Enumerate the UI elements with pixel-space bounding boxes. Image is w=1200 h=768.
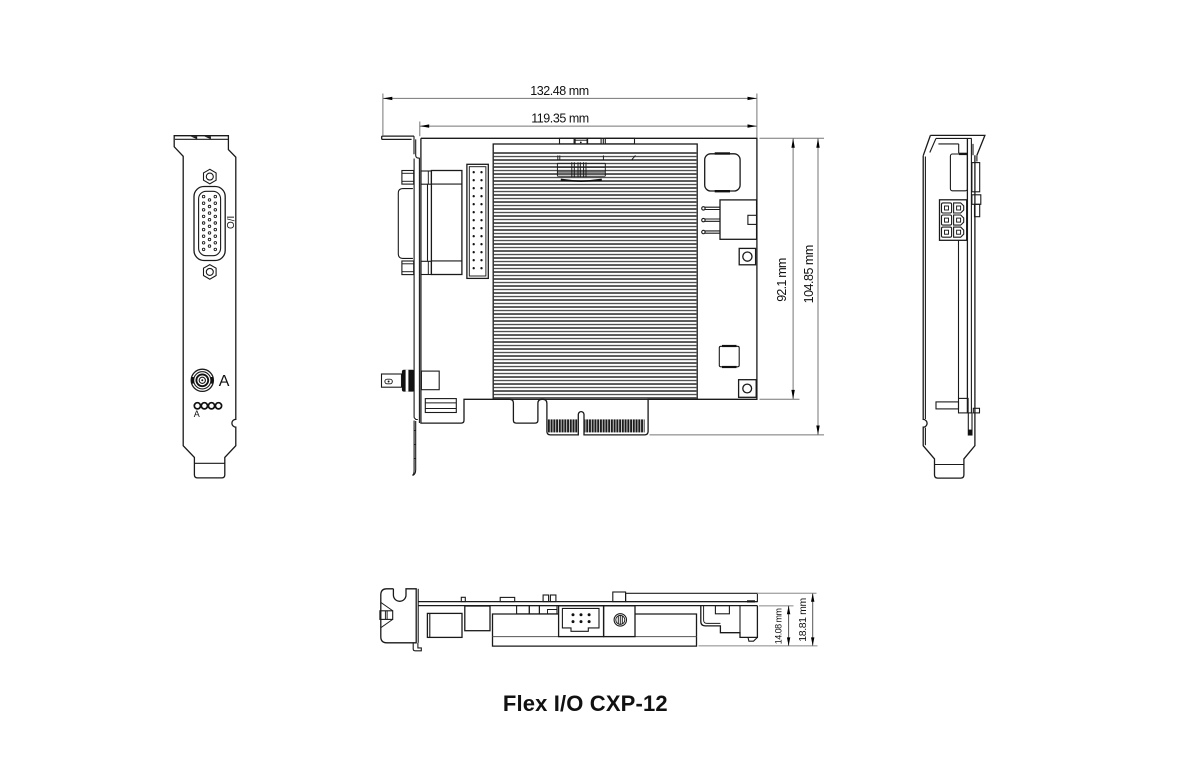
svg-text:A: A xyxy=(219,373,230,390)
svg-text:92.1 mm: 92.1 mm xyxy=(775,258,789,302)
svg-text:132.48 mm: 132.48 mm xyxy=(530,84,589,98)
svg-text:119.35 mm: 119.35 mm xyxy=(531,112,589,126)
svg-text:A: A xyxy=(194,409,200,419)
svg-text:18.81 mm: 18.81 mm xyxy=(797,597,809,641)
svg-text:14.08 mm: 14.08 mm xyxy=(773,609,783,645)
svg-text:104.85 mm: 104.85 mm xyxy=(802,245,816,303)
svg-text:Flex I/O CXP-12: Flex I/O CXP-12 xyxy=(503,691,668,716)
svg-text:I/O: I/O xyxy=(224,216,235,230)
